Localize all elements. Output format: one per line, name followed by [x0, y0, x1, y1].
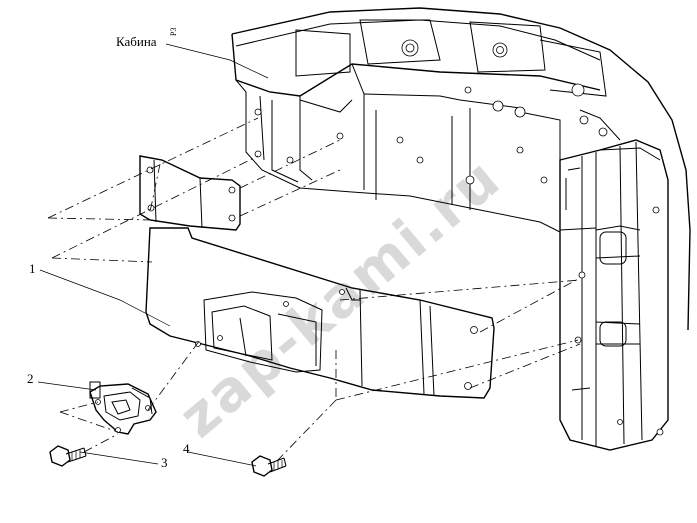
assembly-center-lines	[47, 117, 581, 463]
cabin-body	[231, 7, 691, 331]
callout-3: 3	[161, 455, 168, 470]
callout-4: 4	[183, 441, 190, 456]
callout-2: 2	[27, 371, 34, 386]
switch-bracket	[89, 381, 157, 435]
cabin-label: Кабина	[116, 34, 157, 49]
cabin-tag: Р3	[169, 27, 178, 36]
mount-plate	[139, 155, 241, 231]
side-pillar	[559, 139, 669, 451]
bolt-part-4	[251, 455, 287, 477]
leader-lines	[37, 43, 269, 467]
callout-1: 1	[29, 261, 36, 276]
bolt-part-3	[49, 445, 87, 467]
cover-panel	[145, 227, 495, 399]
